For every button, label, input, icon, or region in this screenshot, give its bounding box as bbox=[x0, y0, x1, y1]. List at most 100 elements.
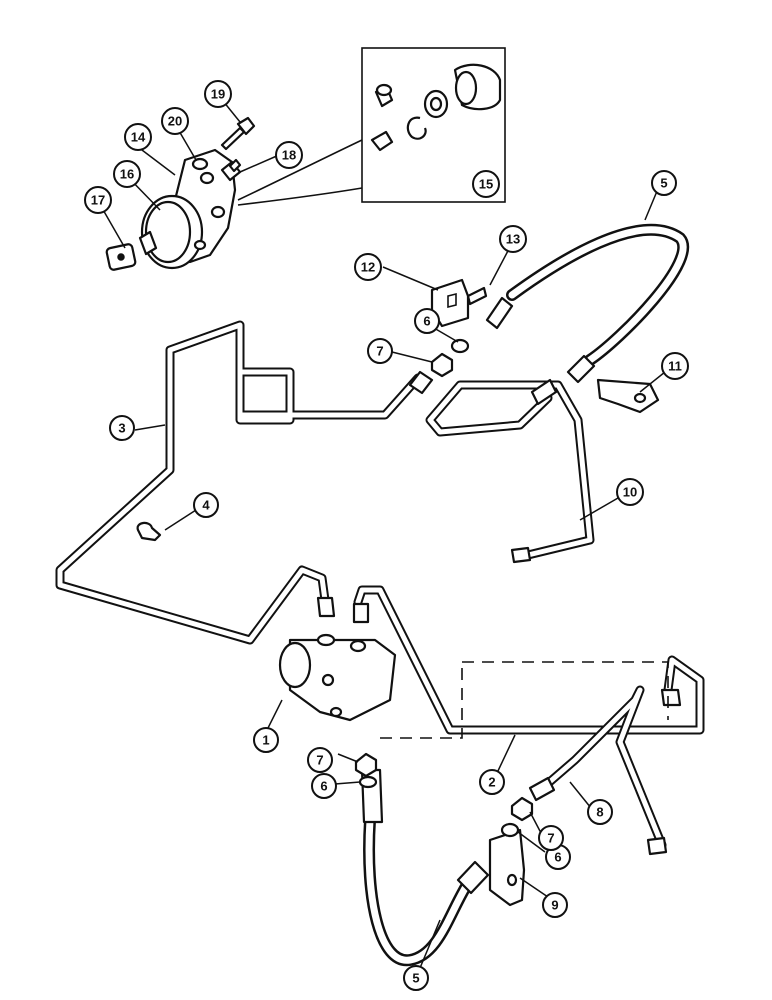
fitting-pipe2-right bbox=[660, 688, 682, 707]
fitting-hose5-upper-a bbox=[485, 296, 514, 330]
callout-circle bbox=[354, 253, 382, 281]
valve-1 bbox=[278, 633, 397, 722]
callout-c3: 3 bbox=[109, 415, 135, 441]
callout-c12: 12 bbox=[354, 253, 382, 281]
callout-label: 16 bbox=[120, 167, 134, 182]
callout-label: 6 bbox=[423, 314, 430, 329]
fitting-pipe8-end bbox=[646, 836, 668, 856]
nut-7-mid bbox=[354, 752, 378, 778]
callout-circle bbox=[367, 338, 393, 364]
callout-circle bbox=[109, 415, 135, 441]
callout-circle bbox=[499, 225, 527, 253]
callout-label: 11 bbox=[668, 359, 682, 374]
callout-c5b: 5 bbox=[403, 965, 429, 991]
circlip bbox=[406, 116, 427, 140]
callout-circle bbox=[161, 107, 189, 135]
fitting-hose5-lower-b bbox=[456, 860, 490, 895]
callout-circle bbox=[193, 492, 219, 518]
callout-label: 7 bbox=[316, 753, 323, 768]
pipe-2 bbox=[353, 585, 705, 735]
callout-c6a: 6 bbox=[414, 308, 440, 334]
bracket-9 bbox=[488, 828, 526, 907]
callout-circle bbox=[542, 892, 568, 918]
callout-c7b: 7 bbox=[307, 747, 333, 773]
fitting-pipe10-a bbox=[530, 378, 558, 406]
callout-label: 17 bbox=[91, 193, 105, 208]
callout-label: 5 bbox=[412, 971, 419, 986]
master-cylinder-port-a bbox=[199, 171, 215, 185]
callout-label: 3 bbox=[118, 421, 125, 436]
master-cylinder-ring bbox=[144, 200, 192, 264]
callout-circle bbox=[307, 747, 333, 773]
clip-4 bbox=[136, 521, 162, 542]
inset-pointer-lower bbox=[237, 187, 363, 206]
pipe-10 bbox=[425, 380, 595, 560]
callout-label: 2 bbox=[488, 775, 495, 790]
washer-6-mid bbox=[358, 775, 378, 789]
callout-circle bbox=[403, 965, 429, 991]
callout-circle bbox=[479, 769, 505, 795]
callout-c8: 8 bbox=[587, 799, 613, 825]
callout-label: 13 bbox=[506, 232, 520, 247]
washer-20 bbox=[191, 157, 209, 171]
callout-circle bbox=[661, 352, 689, 380]
clevis-hole bbox=[117, 253, 125, 261]
callout-label: 19 bbox=[211, 87, 225, 102]
callout-label: 12 bbox=[361, 260, 375, 275]
callout-c16: 16 bbox=[113, 160, 141, 188]
callout-circle bbox=[253, 727, 279, 753]
callout-circle bbox=[124, 123, 152, 151]
callout-c2: 2 bbox=[479, 769, 505, 795]
master-cylinder-port-c bbox=[193, 239, 207, 251]
bolt-13 bbox=[466, 286, 488, 306]
callout-circle bbox=[616, 478, 644, 506]
callout-c7c: 7 bbox=[538, 825, 564, 851]
dashed-indicator-lower bbox=[380, 662, 463, 739]
callout-label: 6 bbox=[554, 850, 561, 865]
callout-circle bbox=[538, 825, 564, 851]
callout-c20: 20 bbox=[161, 107, 189, 135]
pushrod bbox=[138, 230, 158, 256]
callout-circle bbox=[472, 170, 500, 198]
fitting-pipe10-end bbox=[510, 546, 532, 564]
seal-ring-hole bbox=[429, 96, 443, 112]
callout-circle bbox=[651, 170, 677, 196]
callout-c15: 15 bbox=[472, 170, 500, 198]
callout-label: 20 bbox=[168, 114, 182, 129]
spring-clip bbox=[370, 130, 394, 152]
callout-circle bbox=[113, 160, 141, 188]
fittings bbox=[316, 296, 682, 895]
fitting-pipe8-top bbox=[528, 776, 556, 802]
fitting-hose5-upper-b bbox=[566, 354, 596, 384]
callout-circle bbox=[587, 799, 613, 825]
nut-7-lower bbox=[510, 796, 534, 822]
master-cylinder-port-b bbox=[210, 205, 226, 219]
callout-label: 4 bbox=[202, 498, 210, 513]
callout-circle bbox=[84, 186, 112, 214]
callout-label: 5 bbox=[660, 176, 667, 191]
washer-6-lower bbox=[500, 822, 520, 838]
callout-c7a: 7 bbox=[367, 338, 393, 364]
callout-circle bbox=[414, 308, 440, 334]
fitting-pipe3-bottom bbox=[316, 596, 336, 618]
callout-c6b: 6 bbox=[311, 773, 337, 799]
piston-cup-lip bbox=[454, 70, 478, 106]
callout-label: 1 bbox=[262, 733, 269, 748]
callout-label: 14 bbox=[131, 130, 146, 145]
callout-circle bbox=[204, 80, 232, 108]
callout-label: 10 bbox=[623, 485, 637, 500]
callout-c10: 10 bbox=[616, 478, 644, 506]
callout-c11: 11 bbox=[661, 352, 689, 380]
callout-label: 18 bbox=[282, 148, 296, 163]
callout-c5a: 5 bbox=[651, 170, 677, 196]
callout-c18: 18 bbox=[275, 141, 303, 169]
inset-frame bbox=[361, 47, 506, 203]
callout-label: 7 bbox=[376, 344, 383, 359]
dashed-indicator-upper bbox=[462, 661, 669, 720]
callout-label: 8 bbox=[596, 805, 603, 820]
callout-label: 9 bbox=[551, 898, 558, 913]
callout-c4: 4 bbox=[193, 492, 219, 518]
callout-c19: 19 bbox=[204, 80, 232, 108]
